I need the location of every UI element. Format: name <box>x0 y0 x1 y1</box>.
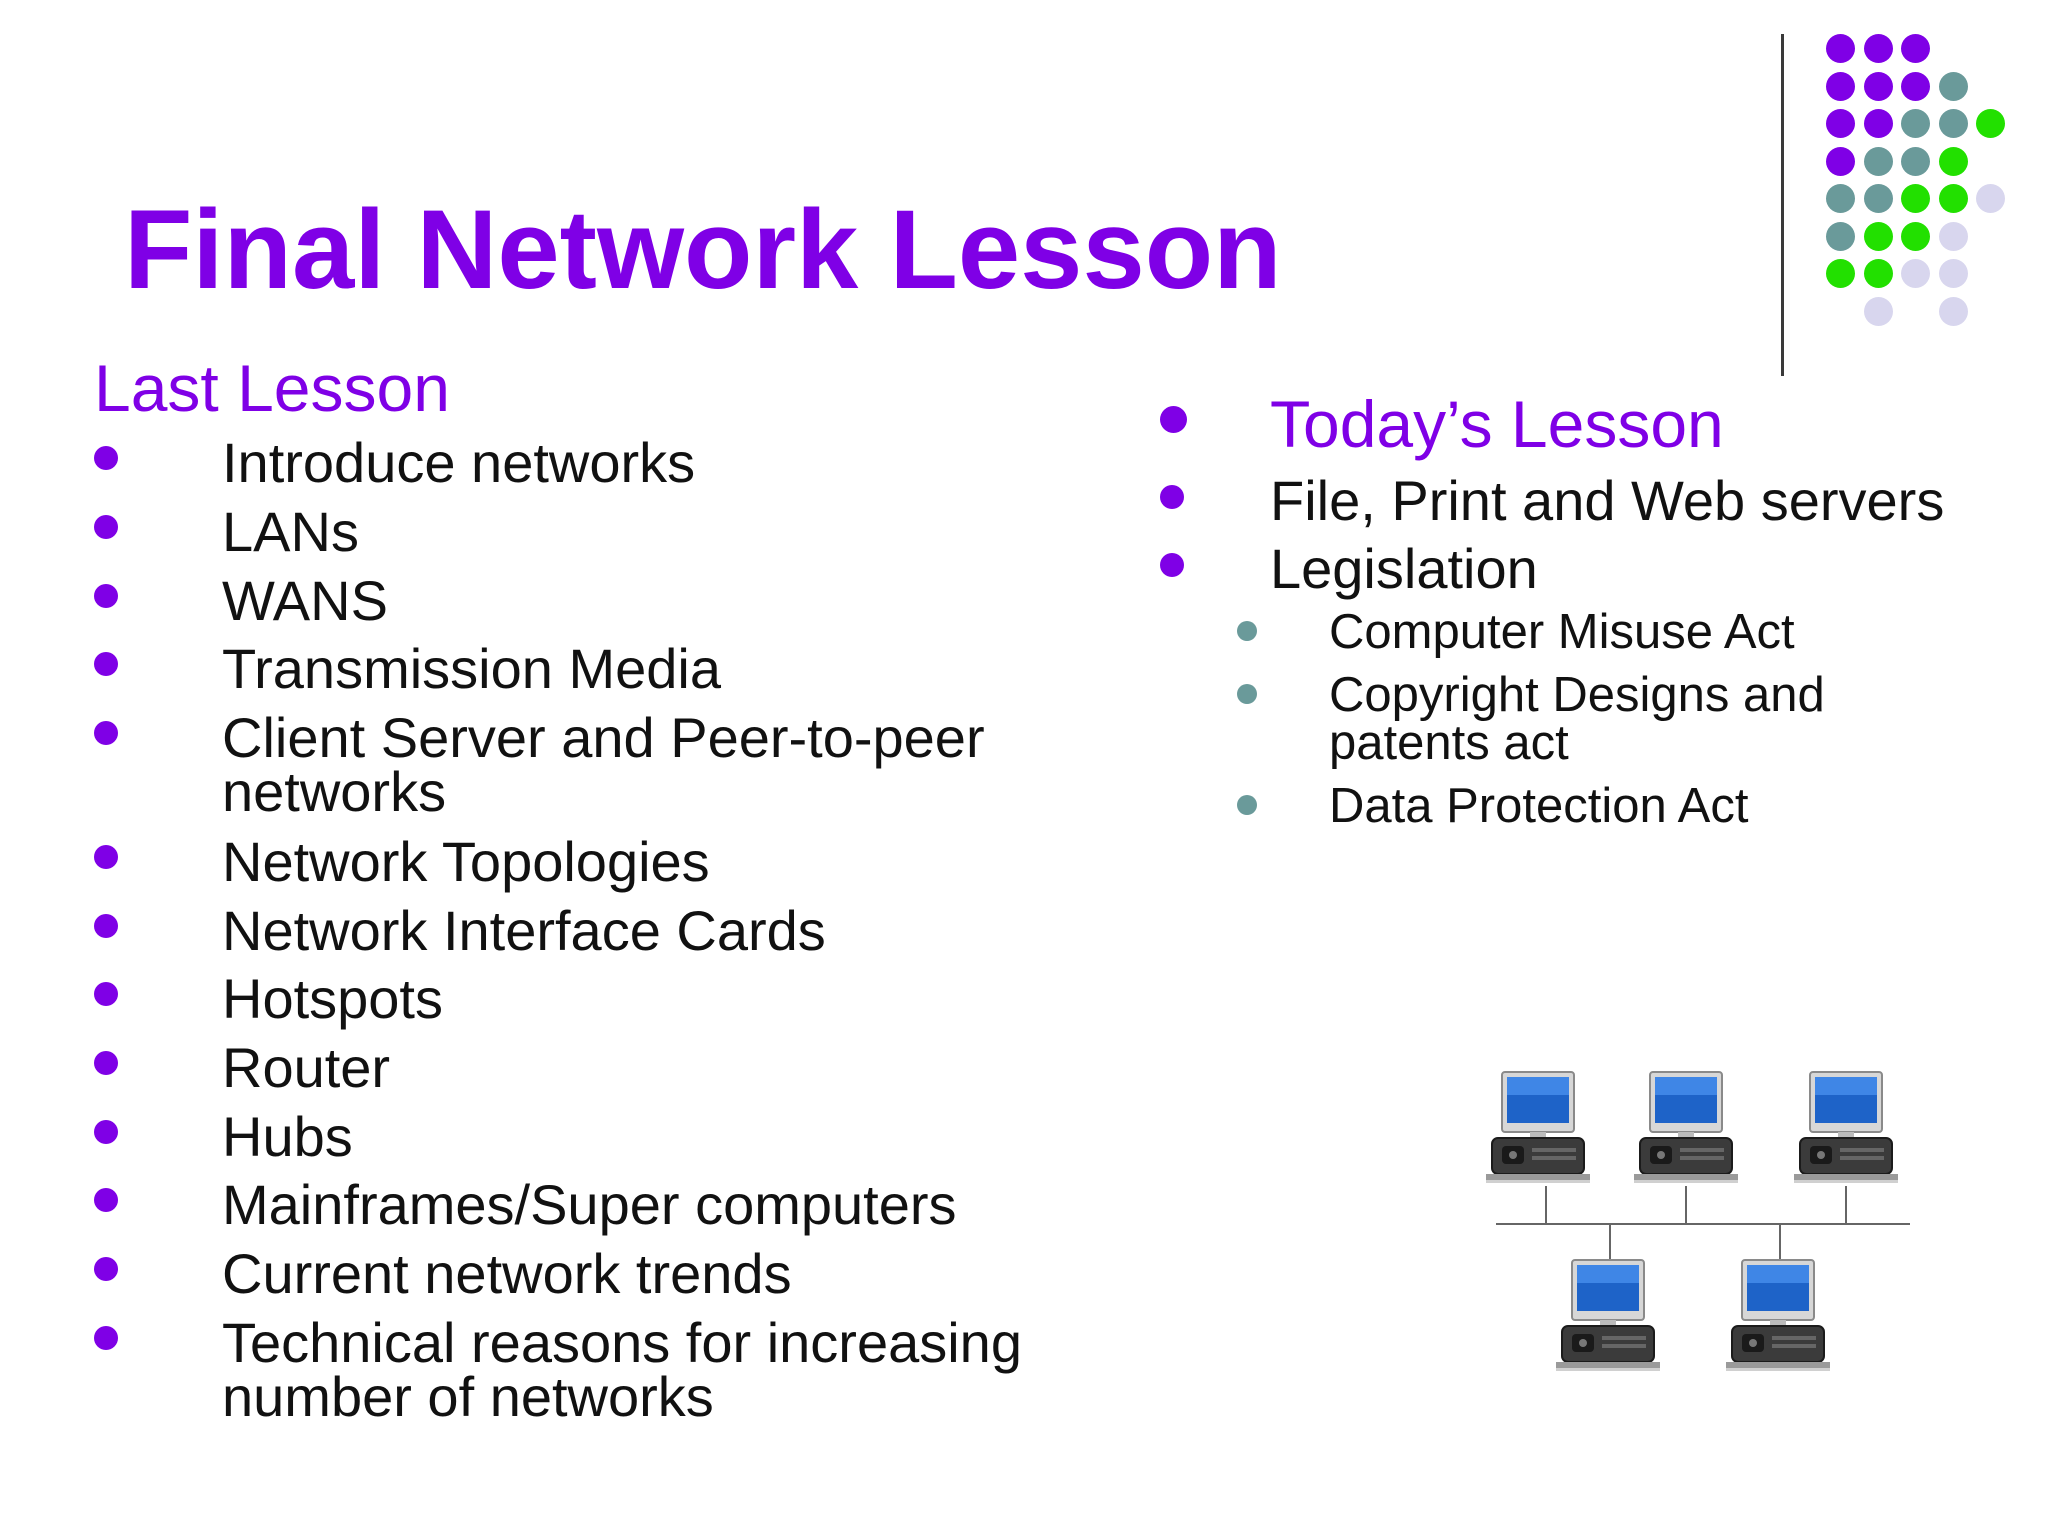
decorative-dot <box>1826 146 1855 176</box>
list-item: Router <box>94 1040 390 1096</box>
list-item: Client Server and Peer-to-peer networks <box>94 710 1042 820</box>
decorative-dot <box>1938 146 1968 176</box>
list-item: File, Print and Web servers <box>1160 473 1944 529</box>
decorative-dot <box>1901 221 1930 251</box>
decorative-dot <box>1938 109 1968 138</box>
list-item: Technical reasons for increasing number … <box>94 1315 1042 1425</box>
list-item: Mainframes/Super computers <box>94 1177 957 1233</box>
decorative-dot <box>1901 146 1930 176</box>
list-item: LANs <box>94 504 359 560</box>
bullet-icon <box>1160 485 1184 509</box>
bullet-icon <box>94 982 118 1006</box>
list-item: Hotspots <box>94 971 443 1027</box>
decorative-dot <box>1901 259 1930 288</box>
bullet-icon <box>94 446 118 470</box>
decorative-dot <box>1938 71 1968 101</box>
decorative-dot <box>1863 109 1893 138</box>
bullet-icon <box>94 1188 118 1212</box>
list-item: Transmission Media <box>94 641 721 697</box>
decorative-dot <box>1938 296 1968 326</box>
decorative-dot <box>1938 221 1968 251</box>
last-lesson-heading: Last Lesson <box>94 351 450 425</box>
bullet-icon <box>94 1257 118 1281</box>
bullet-icon <box>94 1326 118 1350</box>
decorative-dot <box>1863 296 1893 326</box>
decorative-dot <box>1901 184 1930 213</box>
bullet-icon <box>94 652 118 676</box>
bullet-icon <box>94 845 118 869</box>
network-diagram <box>1485 1071 1910 1372</box>
bullet-icon <box>94 515 118 539</box>
bullet-icon <box>1237 684 1257 704</box>
list-item: Network Interface Cards <box>94 903 826 959</box>
decorative-dot <box>1938 184 1968 213</box>
decorative-dot <box>1826 184 1855 213</box>
decorative-dot <box>1826 109 1855 138</box>
decorative-dot <box>1938 259 1968 288</box>
list-item: Hubs <box>94 1109 353 1165</box>
decorative-dot <box>1976 109 2005 138</box>
decorative-dot <box>1863 146 1893 176</box>
divider-line <box>1781 34 1784 376</box>
list-item: Current network trends <box>94 1246 792 1302</box>
decorative-dot <box>1863 71 1893 101</box>
decorative-dot <box>1863 34 1893 63</box>
list-item: Legislation <box>1160 541 1538 597</box>
decorative-dot <box>1901 109 1930 138</box>
bullet-icon <box>94 721 118 745</box>
list-item: WANS <box>94 573 388 629</box>
bullet-icon <box>1160 406 1187 433</box>
decorative-dot <box>1976 184 2005 213</box>
decorative-dot <box>1826 34 1855 63</box>
bullet-icon <box>1237 621 1257 641</box>
bullet-icon <box>94 584 118 608</box>
decorative-dot <box>1826 259 1855 288</box>
bullet-icon <box>94 914 118 938</box>
list-item: Network Topologies <box>94 834 710 890</box>
bullet-icon <box>1237 795 1257 815</box>
list-item: Introduce networks <box>94 435 695 491</box>
decorative-dot <box>1826 71 1855 101</box>
decorative-dot <box>1826 221 1855 251</box>
list-item: Copyright Designs and patents act <box>1237 671 1869 768</box>
decorative-dot <box>1863 259 1893 288</box>
bullet-icon <box>1160 553 1184 577</box>
todays-lesson-heading: Today’s Lesson <box>1160 386 1724 462</box>
decorative-dot <box>1863 221 1893 251</box>
list-item: Data Protection Act <box>1237 782 1748 831</box>
decorative-dot <box>1901 71 1930 101</box>
decorative-dot <box>1863 184 1893 213</box>
decorative-dot <box>1901 34 1930 63</box>
bullet-icon <box>94 1051 118 1075</box>
list-item: Computer Misuse Act <box>1237 608 1795 657</box>
slide-title: Final Network Lesson <box>124 187 1282 312</box>
bullet-icon <box>94 1120 118 1144</box>
